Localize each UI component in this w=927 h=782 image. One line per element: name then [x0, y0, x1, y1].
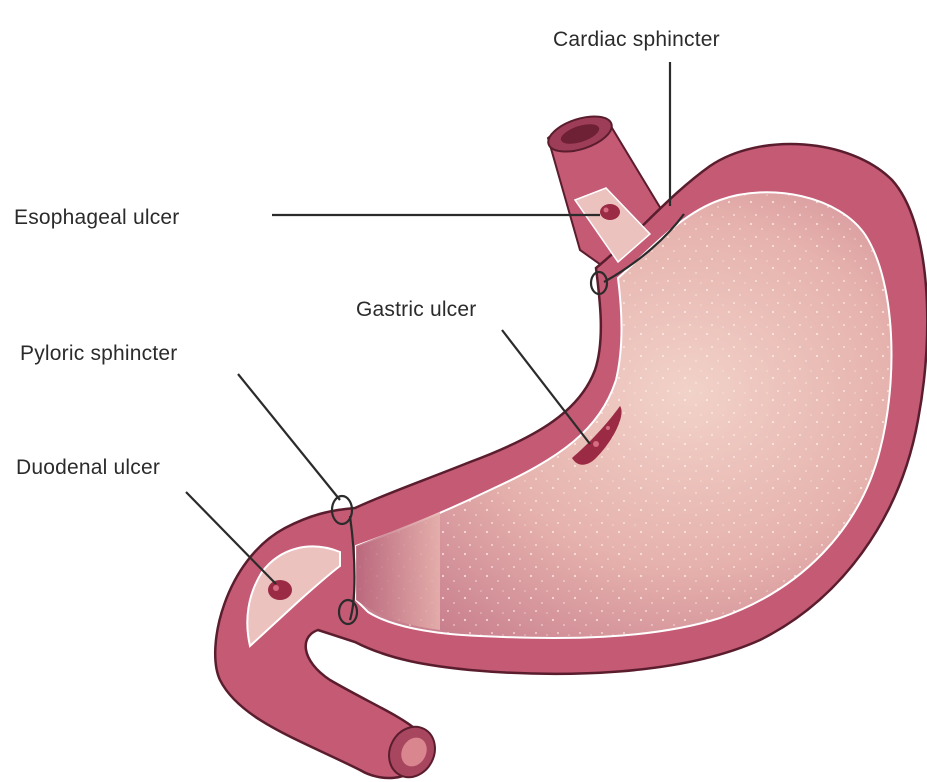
label-cardiac-sphincter: Cardiac sphincter: [553, 28, 720, 52]
esophageal-ulcer-mark: [600, 204, 620, 220]
label-duodenal-ulcer: Duodenal ulcer: [16, 456, 160, 480]
duodenal-ulcer-mark: [268, 580, 292, 600]
pyloric-sphincter-leader: [238, 374, 340, 500]
duodenal-ulcer-leader: [186, 492, 276, 584]
label-pyloric-sphincter: Pyloric sphincter: [20, 342, 177, 366]
label-gastric-ulcer: Gastric ulcer: [356, 298, 476, 322]
label-esophageal-ulcer: Esophageal ulcer: [14, 206, 179, 230]
